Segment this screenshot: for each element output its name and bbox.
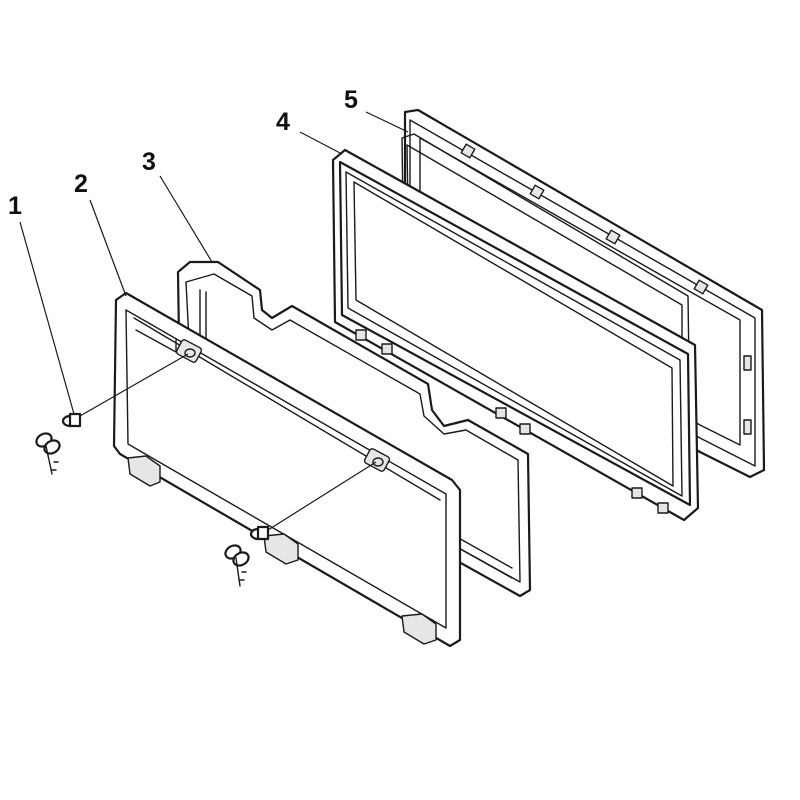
callout-4: 4	[276, 108, 290, 136]
callout-1: 1	[8, 192, 22, 220]
callout-3: 3	[142, 148, 156, 176]
part-4-glass-frame	[331, 148, 700, 522]
part-2-front-frame	[112, 291, 462, 648]
callout-5: 5	[344, 86, 358, 114]
callout-2: 2	[74, 170, 88, 198]
callout-leaders	[19, 111, 409, 415]
part-1-lock-key-set	[35, 412, 270, 587]
assembly-lines	[79, 353, 377, 531]
